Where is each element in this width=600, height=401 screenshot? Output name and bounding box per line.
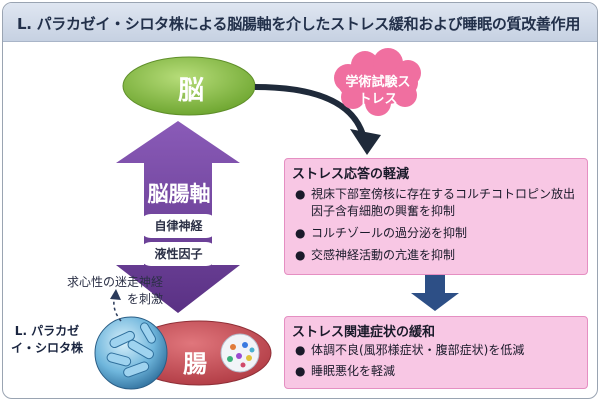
symptom-relief-box: ストレス関連症状の緩和 ● 体調不良(風邪様症状・腹部症状)を低減 ● 睡眠悪化… xyxy=(284,316,588,389)
vagus-note: 求心性の迷走神経を刺激 xyxy=(66,275,163,306)
bullet-icon: ● xyxy=(295,226,306,240)
brain-to-response-arrow xyxy=(254,84,366,137)
stress-response-heading: ストレス応答の軽減 xyxy=(292,167,410,182)
response-to-symptoms-arrow xyxy=(411,275,459,311)
bullet-icon: ● xyxy=(295,187,306,201)
symptom-relief-heading: ストレス関連症状の緩和 xyxy=(292,325,436,340)
bullet-icon: ● xyxy=(295,364,306,378)
title-bar: L. パラカゼイ・シロタ株による脳腸軸を介したストレス緩和および睡眠の質改善作用 xyxy=(3,3,597,42)
strain-label: L. パラカゼイ・シロタ株 xyxy=(10,324,83,355)
bacteria-icon xyxy=(94,316,168,390)
gut-label: 腸 xyxy=(183,350,207,378)
response-item-1: 視床下部室傍核に存在するコルチコトロピン放出因子含有細胞の興奮を抑制 xyxy=(311,187,576,218)
diagram-title: L. パラカゼイ・シロタ株による脳腸軸を介したストレス緩和および睡眠の質改善作用 xyxy=(17,15,581,33)
symptom-item-1: 体調不良(風邪様症状・腹部症状)を低減 xyxy=(311,343,525,357)
response-item-2: コルチゾールの過分泌を抑制 xyxy=(311,226,468,240)
stress-response-box: ストレス応答の軽減 ● 視床下部室傍核に存在するコルチコトロピン放出因子含有細胞… xyxy=(284,158,588,275)
axis-label: 脳腸軸 xyxy=(147,182,211,206)
symptom-item-2: 睡眠悪化を軽減 xyxy=(311,364,396,378)
bullet-icon: ● xyxy=(295,343,306,357)
bullet-icon: ● xyxy=(295,248,306,262)
vagus-stimulation-arrowhead xyxy=(110,289,121,300)
stress-cloud xyxy=(334,48,421,116)
brain-label: 脳 xyxy=(177,76,204,106)
response-item-3: 交感神経活動の亢進を抑制 xyxy=(311,248,456,262)
gut-flora-icon xyxy=(220,333,260,373)
brain-to-response-arrowhead xyxy=(350,129,381,155)
humoral-factor-pill: 液性因子 xyxy=(139,242,218,266)
autonomic-nerve-pill: 自律神経 xyxy=(139,214,218,238)
stress-cloud-label: 学術試験ストレス xyxy=(345,75,411,107)
